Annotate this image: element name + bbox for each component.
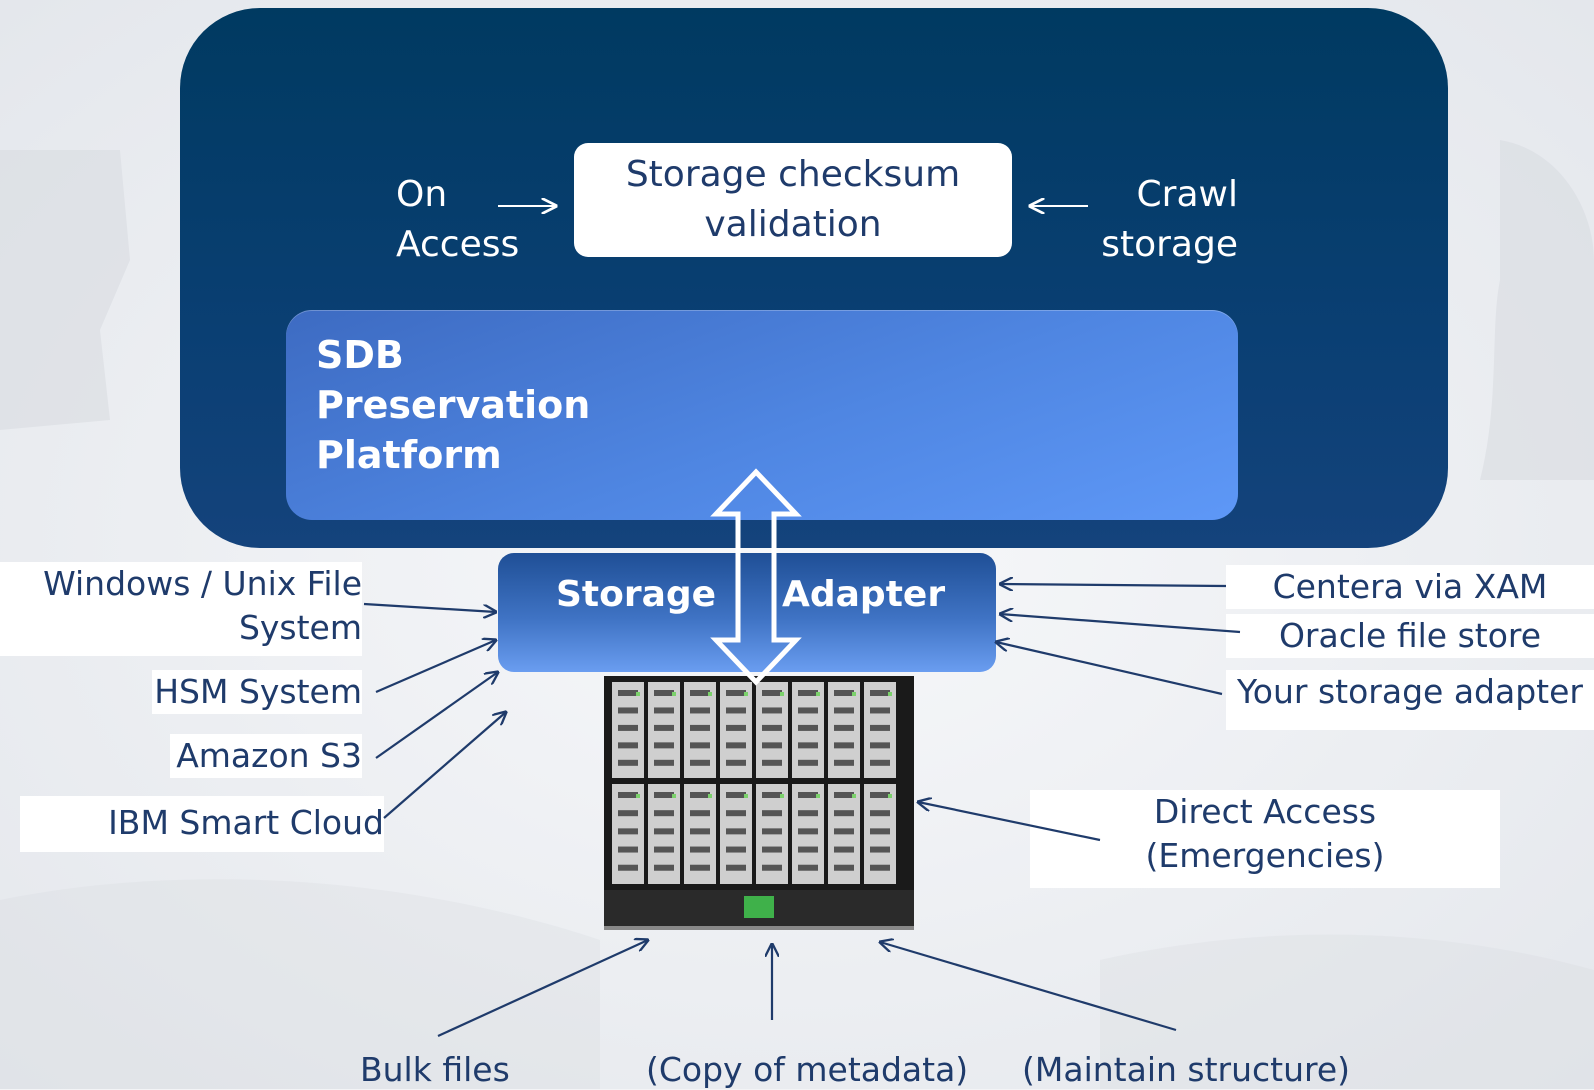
adapter-word-adapter: Adapter: [782, 574, 946, 615]
direct-access-label: Direct Access (Emergencies): [1030, 790, 1500, 888]
maintain-structure-label: (Maintain structure): [1022, 1050, 1351, 1089]
platform-label: SDB Preservation Platform: [316, 333, 591, 477]
checksum-box-label: Storage checksum validation: [625, 154, 961, 245]
on-access-label: On Access: [396, 174, 520, 265]
source-hsm: HSM System: [152, 670, 362, 714]
source-amazon-s3: Amazon S3: [170, 734, 362, 778]
source-windows-unix: Windows / Unix File System: [0, 562, 362, 656]
bulk-files-label: Bulk files: [360, 1050, 510, 1089]
storage-checksum-validation-box: Storage checksum validation: [574, 143, 1012, 257]
source-ibm-smart-cloud: IBM Smart Cloud: [20, 796, 384, 852]
source-oracle-file-store: Oracle file store: [1226, 614, 1594, 658]
adapter-word-storage: Storage: [556, 574, 717, 615]
copy-of-metadata-label: (Copy of metadata): [646, 1050, 969, 1089]
crawl-storage-label: Crawl storage: [1101, 174, 1238, 265]
source-your-storage-adapter: Your storage adapter: [1226, 670, 1594, 730]
source-centera: Centera via XAM: [1226, 565, 1594, 609]
